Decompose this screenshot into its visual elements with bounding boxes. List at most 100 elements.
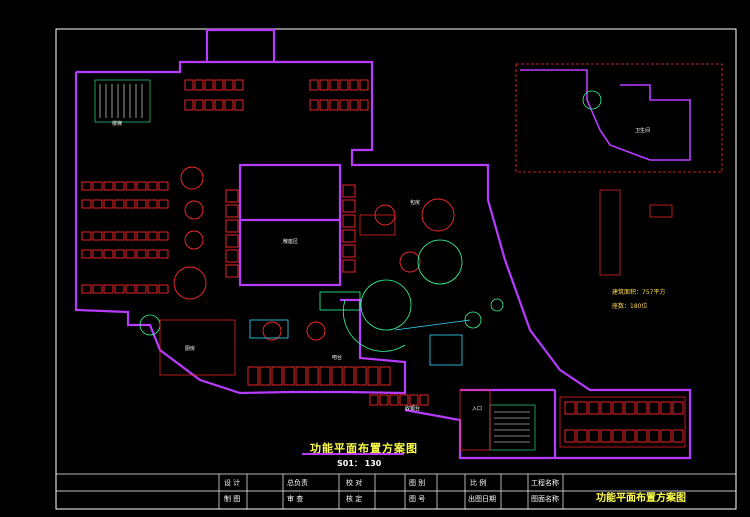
room-label-dining: 散座区 — [283, 239, 299, 245]
seats-label: 座数：180位 — [612, 303, 648, 310]
round-table — [399, 251, 421, 273]
booth-seat — [225, 249, 239, 263]
booth-seat — [81, 249, 92, 259]
booth-seat — [419, 394, 429, 406]
booth-seat — [147, 284, 158, 294]
tb-date: 出图日期 — [468, 495, 496, 503]
booth-seat — [600, 429, 612, 443]
booth-seat — [564, 429, 576, 443]
booth-seat — [81, 181, 92, 191]
booth-seat — [369, 394, 379, 406]
booth-seat — [349, 99, 359, 111]
room-label-entrance: 入口 — [472, 406, 483, 412]
booth-seat — [125, 284, 136, 294]
title-block-grid — [55, 473, 737, 510]
booth-seat — [342, 184, 356, 198]
round-table — [184, 230, 204, 250]
booth-seat — [224, 99, 234, 111]
booth-seat — [92, 199, 103, 209]
booth-seat — [224, 79, 234, 91]
booth-seat — [103, 284, 114, 294]
booth-seat — [339, 79, 349, 91]
tb-project: 工程名称 — [531, 479, 559, 487]
title-underline — [302, 453, 404, 455]
booth-seat — [214, 79, 224, 91]
booth-seat — [359, 99, 369, 111]
booth-seat — [309, 99, 319, 111]
booth-seat — [158, 249, 169, 259]
booth-seat — [194, 99, 204, 111]
booth-seat — [204, 79, 214, 91]
room-label-stairs: 楼梯 — [112, 121, 123, 127]
room-label-bar: 吧台 — [332, 355, 343, 361]
booth-seat — [319, 79, 329, 91]
round-table — [173, 266, 207, 300]
booth-seat — [158, 181, 169, 191]
booth-seat — [92, 284, 103, 294]
round-table — [421, 198, 455, 232]
tb-review: 审 查 — [287, 495, 304, 503]
booth-seat — [331, 366, 343, 386]
booth-seat — [367, 366, 379, 386]
booth-seat — [343, 366, 355, 386]
booth-seat — [136, 199, 147, 209]
booth-seat — [672, 401, 684, 415]
tb-category: 图 别 — [409, 479, 426, 487]
fixtures — [139, 90, 602, 352]
booth-seat — [92, 231, 103, 241]
booth-seat — [359, 79, 369, 91]
booth-seat — [259, 366, 271, 386]
round-table — [184, 200, 204, 220]
booth-seat — [342, 229, 356, 243]
booth-seat — [114, 249, 125, 259]
tb-scale: 比 例 — [470, 479, 487, 487]
drawing-title: 功能平面布置方案图 — [310, 442, 418, 455]
round-table — [262, 321, 282, 341]
booth-seat — [214, 99, 224, 111]
booth-seat — [309, 79, 319, 91]
booth-seat — [648, 429, 660, 443]
booth-seat — [225, 189, 239, 203]
tb-check: 校 对 — [346, 479, 363, 487]
booth-seat — [355, 366, 367, 386]
booth-seat — [103, 181, 114, 191]
booth-seat — [389, 394, 399, 406]
booth-seat — [636, 429, 648, 443]
round-tables — [173, 166, 455, 341]
booth-seating — [81, 79, 684, 443]
booth-seat — [92, 249, 103, 259]
booth-seat — [158, 284, 169, 294]
booth-seat — [81, 199, 92, 209]
booth-seat — [114, 284, 125, 294]
booth-seat — [329, 99, 339, 111]
round-table — [180, 166, 204, 190]
booth-seat — [576, 401, 588, 415]
booth-seat — [184, 79, 194, 91]
booth-seat — [194, 79, 204, 91]
booth-seat — [564, 401, 576, 415]
booth-seat — [636, 401, 648, 415]
tb-draw: 制 图 — [224, 495, 241, 503]
booth-seat — [342, 214, 356, 228]
stairs-top-left — [94, 79, 151, 123]
booth-seat — [103, 231, 114, 241]
booth-seat — [114, 199, 125, 209]
booth-seat — [319, 99, 329, 111]
booth-seat — [204, 99, 214, 111]
booth-seat — [125, 199, 136, 209]
booth-seat — [612, 429, 624, 443]
booth-seat — [234, 99, 244, 111]
booth-seat — [225, 219, 239, 233]
booth-seat — [103, 199, 114, 209]
room-outlines — [159, 189, 686, 451]
booth-seat — [624, 401, 636, 415]
stairs-lower-right — [489, 404, 536, 451]
booth-seat — [81, 284, 92, 294]
booth-seat — [399, 394, 409, 406]
booth-seat — [329, 79, 339, 91]
booth-seat — [225, 204, 239, 218]
booth-seat — [295, 366, 307, 386]
booth-seat — [225, 234, 239, 248]
round-table — [306, 321, 326, 341]
